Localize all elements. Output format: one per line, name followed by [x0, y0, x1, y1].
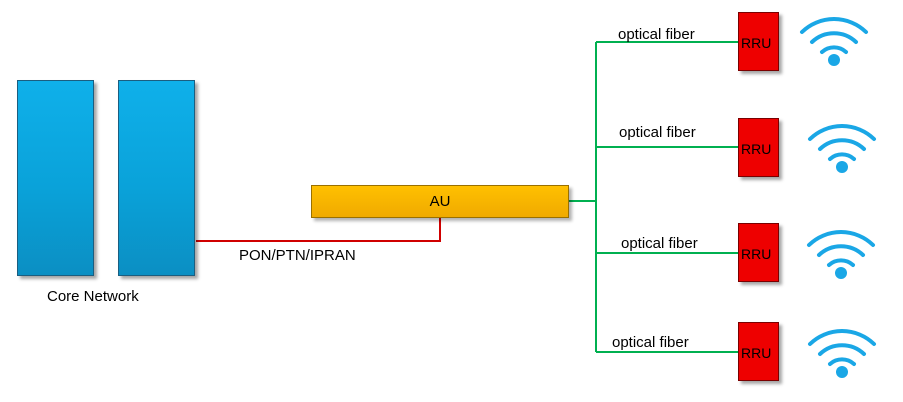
rru-label: RRU	[741, 141, 772, 157]
rru-label: RRU	[741, 35, 772, 51]
rru-label: RRU	[741, 246, 772, 262]
wifi-icon	[800, 17, 868, 66]
fiber-label-2: optical fiber	[619, 124, 696, 141]
core-server-2	[118, 80, 195, 276]
rru-unit-1: RRU	[738, 12, 779, 71]
fiber-links	[569, 41, 738, 353]
au-unit: AU	[311, 185, 569, 218]
rru-unit-3: RRU	[738, 223, 779, 282]
core-server-1	[17, 80, 94, 276]
fiber-label-1: optical fiber	[618, 26, 695, 43]
fiber-label-4: optical fiber	[612, 334, 689, 351]
au-label: AU	[429, 193, 451, 210]
rru-label: RRU	[741, 345, 772, 361]
wifi-icon	[807, 230, 875, 279]
core-network-label: Core Network	[47, 288, 139, 305]
wifi-icon	[808, 124, 876, 173]
fiber-label-3: optical fiber	[621, 235, 698, 252]
backhaul-label: PON/PTN/IPRAN	[239, 247, 356, 264]
rru-unit-4: RRU	[738, 322, 779, 381]
backhaul-link	[196, 218, 441, 242]
wifi-icon	[808, 329, 876, 378]
rru-unit-2: RRU	[738, 118, 779, 177]
